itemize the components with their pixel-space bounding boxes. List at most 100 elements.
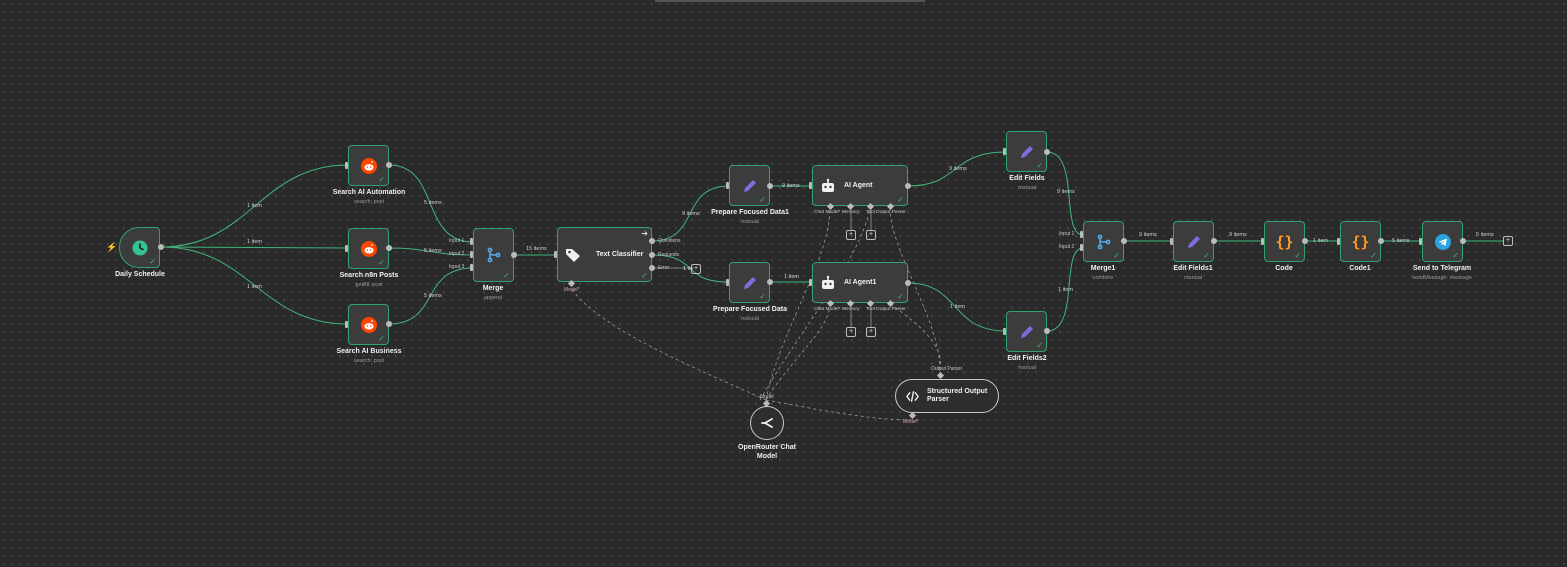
node-prepare-focused-data[interactable]: ✓: [729, 262, 770, 303]
node-structured-output-parser[interactable]: Structured Output Parser: [895, 379, 999, 413]
node-ai-agent[interactable]: AI Agent ✓: [812, 165, 908, 206]
braces-icon: {}: [1351, 232, 1370, 251]
node-edit-fields[interactable]: ✓: [1006, 131, 1047, 172]
trigger-bolt-icon: ⚡: [106, 242, 118, 252]
input-port[interactable]: [809, 279, 812, 286]
node-subtitle: manual: [1017, 185, 1037, 191]
output-port[interactable]: [1044, 328, 1050, 334]
success-check-icon: ✓: [759, 292, 766, 301]
pencil-icon: [1020, 145, 1033, 158]
output-label: Questions: [658, 238, 681, 244]
input-port[interactable]: [1003, 328, 1006, 335]
port-label: Output Parser: [931, 366, 963, 372]
input-port[interactable]: [1419, 238, 1422, 245]
output-port[interactable]: [767, 279, 773, 285]
input-port[interactable]: [470, 238, 473, 245]
node-search-ai-business[interactable]: ✓: [348, 304, 389, 345]
node-code[interactable]: {} ✓: [1264, 221, 1305, 262]
add-node-button[interactable]: +: [1503, 236, 1513, 246]
input-port[interactable]: [345, 162, 348, 169]
edge-label: 9 items: [1139, 232, 1157, 238]
output-port[interactable]: [386, 321, 392, 327]
success-check-icon: ✓: [759, 195, 766, 204]
output-port[interactable]: [386, 245, 392, 251]
node-edit-fields1[interactable]: ✓: [1173, 221, 1214, 262]
output-port[interactable]: [1044, 149, 1050, 155]
output-port[interactable]: [767, 183, 773, 189]
input-port[interactable]: [1170, 238, 1173, 245]
output-port[interactable]: [386, 162, 392, 168]
output-port[interactable]: [649, 238, 655, 244]
node-title: Search AI Automation: [332, 189, 406, 196]
add-tool-button[interactable]: +: [866, 327, 876, 337]
output-port[interactable]: [1121, 238, 1127, 244]
input-port[interactable]: [345, 321, 348, 328]
node-text-classifier[interactable]: Text Classifier ➔ ✓: [557, 227, 652, 282]
edge-label: 1 item: [1313, 238, 1328, 244]
add-memory-button[interactable]: +: [846, 327, 856, 337]
input-port[interactable]: [809, 182, 812, 189]
success-check-icon: ✓: [1370, 251, 1377, 260]
edge-label: 9 items: [949, 166, 967, 172]
input-port[interactable]: [470, 264, 473, 271]
node-title: AI Agent1: [844, 279, 877, 286]
top-scroll-indicator: [655, 0, 925, 2]
success-check-icon: ✓: [378, 334, 385, 343]
output-port[interactable]: [905, 280, 911, 286]
port-label: Model*: [564, 287, 580, 293]
node-daily-schedule[interactable]: ✓: [119, 227, 160, 268]
telegram-icon: [1434, 233, 1451, 250]
input-port[interactable]: [470, 251, 473, 258]
input-port[interactable]: [554, 251, 557, 258]
edge-label: 1 ite: [683, 266, 694, 272]
node-code1[interactable]: {} ✓: [1340, 221, 1381, 262]
input-port[interactable]: [1337, 238, 1340, 245]
node-title: Structured Output: [927, 388, 988, 395]
input-port[interactable]: [1003, 148, 1006, 155]
output-label: Requests: [658, 252, 680, 258]
open-arrow-icon[interactable]: ➔: [641, 229, 648, 238]
input-port[interactable]: [345, 245, 348, 252]
node-search-n8n-posts[interactable]: ✓: [348, 228, 389, 269]
output-port[interactable]: [905, 183, 911, 189]
edge-label: 1 item: [247, 203, 262, 209]
success-check-icon: ✓: [1203, 251, 1210, 260]
output-port[interactable]: [158, 244, 164, 250]
input-port[interactable]: [1080, 244, 1083, 251]
input-port[interactable]: [726, 279, 729, 286]
success-check-icon: ✓: [503, 271, 510, 280]
add-memory-button[interactable]: +: [846, 230, 856, 240]
input-port[interactable]: [1261, 238, 1264, 245]
output-port[interactable]: [511, 252, 517, 258]
merge-icon: [487, 247, 500, 263]
node-search-ai-automation[interactable]: ✓: [348, 145, 389, 186]
node-prepare-focused-data1[interactable]: ✓: [729, 165, 770, 206]
node-title: Text Classifier: [596, 251, 644, 258]
success-check-icon: ✓: [1452, 251, 1459, 260]
node-openrouter-chat-model[interactable]: [750, 406, 784, 440]
pencil-icon: [1020, 325, 1033, 338]
output-port[interactable]: [649, 252, 655, 258]
output-port[interactable]: [1378, 238, 1384, 244]
output-port[interactable]: [649, 265, 655, 271]
node-subtitle: combine: [1092, 275, 1114, 281]
node-ai-agent1[interactable]: AI Agent1 ✓: [812, 262, 908, 303]
node-merge[interactable]: ✓: [473, 228, 514, 282]
add-node-button[interactable]: +: [691, 264, 701, 274]
reddit-icon: [360, 157, 377, 174]
node-title: Prepare Focused Data1: [711, 209, 789, 216]
output-port[interactable]: [1460, 238, 1466, 244]
node-merge1[interactable]: ✓: [1083, 221, 1124, 262]
output-port[interactable]: [1302, 238, 1308, 244]
input-port[interactable]: [1080, 231, 1083, 238]
add-tool-button[interactable]: +: [866, 230, 876, 240]
node-subtitle: sendMessage: message: [1412, 275, 1472, 281]
node-edit-fields2[interactable]: ✓: [1006, 311, 1047, 352]
output-label: Error: [658, 265, 670, 271]
node-subtitle: manual: [740, 316, 760, 322]
node-send-to-telegram[interactable]: ✓: [1422, 221, 1463, 262]
reddit-icon: [360, 316, 377, 333]
input-port[interactable]: [726, 182, 729, 189]
output-port[interactable]: [1211, 238, 1217, 244]
